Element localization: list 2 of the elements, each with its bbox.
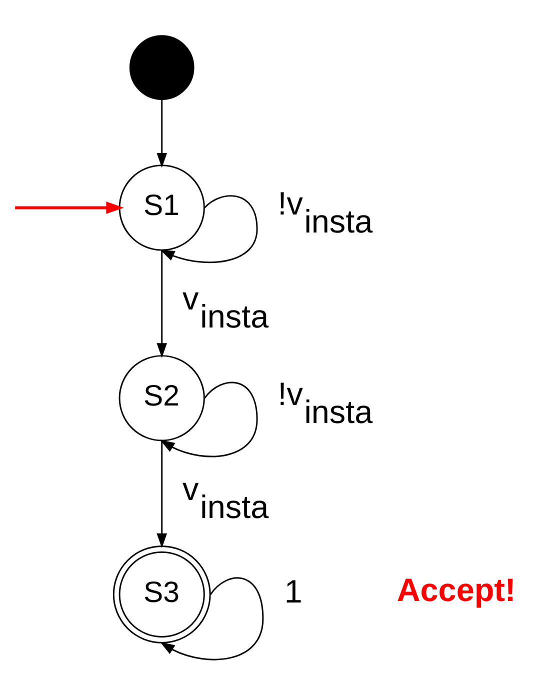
edge-label: 1 bbox=[284, 574, 302, 610]
label: Accept! bbox=[396, 572, 516, 608]
